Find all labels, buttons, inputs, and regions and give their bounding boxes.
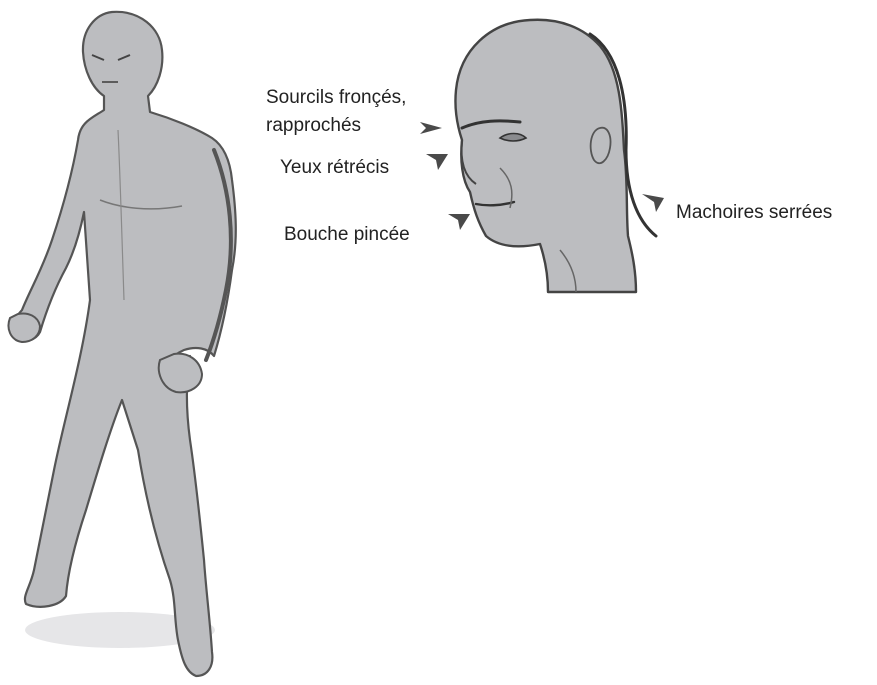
label-eyes: Yeux rétrécis xyxy=(280,156,389,180)
label-mouth: Bouche pincée xyxy=(284,223,410,247)
ear xyxy=(591,128,611,163)
head-silhouette xyxy=(455,20,636,292)
label-jaw: Machoires serrées xyxy=(676,201,832,225)
label-eyebrows-line2: rapprochés xyxy=(266,114,361,138)
arrow-eyes-icon xyxy=(424,150,450,172)
arrow-jaw-icon xyxy=(640,192,666,214)
arrow-eyebrows-icon xyxy=(418,118,444,138)
label-eyebrows-line1: Sourcils fronçés, xyxy=(266,86,406,110)
arrow-mouth-icon xyxy=(446,210,472,232)
